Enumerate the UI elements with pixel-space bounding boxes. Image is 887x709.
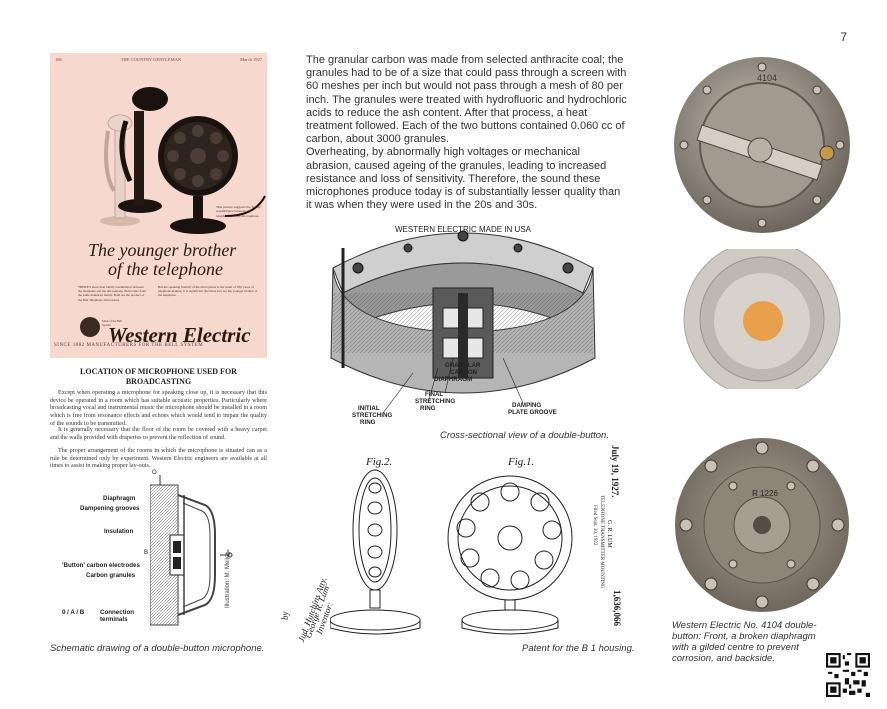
advert-brand: Western Electric [108, 323, 251, 347]
photo-diaphragm [683, 249, 841, 389]
label-final: FINAL [425, 391, 444, 398]
label-granular: GRANULAR [445, 362, 481, 369]
advert-headline: The younger brother of the telephone [88, 241, 236, 279]
advert-side-note: This picture suggests the family resembl… [216, 205, 261, 218]
patent-inventor: G. R. LUM [606, 520, 612, 548]
label-plate-groove: PLATE GROOVE [508, 409, 557, 416]
patent-date: July 19, 1927. [610, 445, 620, 498]
label-damping: DAMPING [512, 402, 542, 409]
patent-signature-by: by [280, 611, 290, 621]
photo-front: 4104 [674, 57, 850, 233]
patent-title: TELEPHONE TRANSMITTER MOUNTING [599, 495, 604, 589]
schematic-credit: Illustration: M. Meijer [225, 552, 231, 608]
article-paragraph-2: It is generally necessary that the floor… [50, 427, 267, 441]
main-text-paragraph-2: Overheating, by abnormally high voltages… [306, 146, 621, 212]
schematic-label-terminals: Connection terminals [100, 609, 135, 623]
label-carbon: CARBON [450, 369, 478, 376]
label-diaphragm: DIAPHRAGM [434, 376, 473, 383]
schematic-caption: Schematic drawing of a double-button mic… [50, 643, 265, 654]
advert-body-col2: But the speaking fluently of the microph… [158, 285, 258, 298]
advert-header-center: THE COUNTRY GENTLEMAN [120, 57, 182, 62]
stamp-top: 4104 [757, 73, 777, 83]
advert-header: 186 THE COUNTRY GENTLEMAN March 1927 [50, 57, 267, 62]
photos-caption: Western Electric No. 4104 double-button:… [672, 620, 817, 664]
advert-headline-line2: of the telephone [108, 259, 223, 279]
rim-text: WESTERN ELECTRIC MADE IN USA [395, 225, 532, 234]
article-title: LOCATION OF MICROPHONE USED FOR BROADCAS… [80, 367, 237, 386]
article-paragraph-1: Except when operating a microphone for s… [50, 390, 267, 427]
advert-header-right: March 1927 [240, 57, 262, 62]
patent-drawing [330, 469, 573, 635]
advert-footer: SINCE 1882 MANUFACTURERS FOR THE BELL SY… [54, 343, 204, 348]
patent-fig2-label: Fig.2. [366, 456, 393, 468]
advert-body-col1: THERE'S more than family resemblance bet… [78, 285, 146, 302]
label-ring-2: RING [420, 405, 436, 412]
advert-header-left: 186 [55, 57, 62, 62]
advert-headline-line1: The younger brother [88, 240, 237, 260]
schematic-drawing [150, 475, 233, 626]
article-paragraph-3: The proper arrangement of the rooms in w… [50, 448, 267, 470]
schematic-label-dampening: Dampening grooves [80, 505, 140, 512]
schematic-label-terminals-prefix: 0 / A / B [62, 609, 85, 616]
label-stretching-2: STRETCHING [415, 398, 456, 405]
advertisement: 186 THE COUNTRY GENTLEMAN March 1927 Thi… [50, 53, 267, 358]
patent-caption: Patent for the B 1 housing. [522, 643, 635, 654]
schematic-letter-b: B [144, 550, 149, 556]
patent-filed: Filed Sept. 30, 1922 [592, 505, 597, 546]
patent-number: 1,636,066 [612, 590, 622, 626]
stamp-bottom: R 1226 [752, 489, 778, 498]
main-text-paragraph-1: The granular carbon was made from select… [306, 54, 627, 146]
candlestick-phone-image [100, 87, 266, 234]
schematic-letter-a: A [226, 550, 231, 556]
cross-section-caption: Cross-sectional view of a double-button. [440, 430, 609, 441]
cross-section-drawing: WESTERN ELECTRIC MADE IN USA [330, 225, 596, 414]
advert-seal-text: Mark of the Bell System [102, 319, 122, 328]
bell-seal-icon [80, 317, 100, 337]
qr-code[interactable] [826, 653, 870, 697]
photo-backside: R 1226 [675, 438, 849, 612]
main-text: The granular carbon was made from select… [306, 54, 628, 212]
schematic-label-diaphragm: Diaphragm [103, 495, 136, 502]
label-initial: INITIAL [358, 405, 380, 412]
patent-fig1-label: Fig.1. [508, 456, 535, 468]
label-stretching-1: STRETCHING [352, 412, 393, 419]
schematic-label-granules: Carbon granules [86, 572, 136, 579]
schematic-label-insulation: Insulation [104, 528, 134, 535]
schematic-label-electrodes: 'Button' carbon electrodes [62, 562, 140, 569]
page-number: 7 [840, 30, 847, 44]
label-ring-1: RING [360, 419, 376, 426]
schematic-letter-o: O [152, 470, 157, 476]
